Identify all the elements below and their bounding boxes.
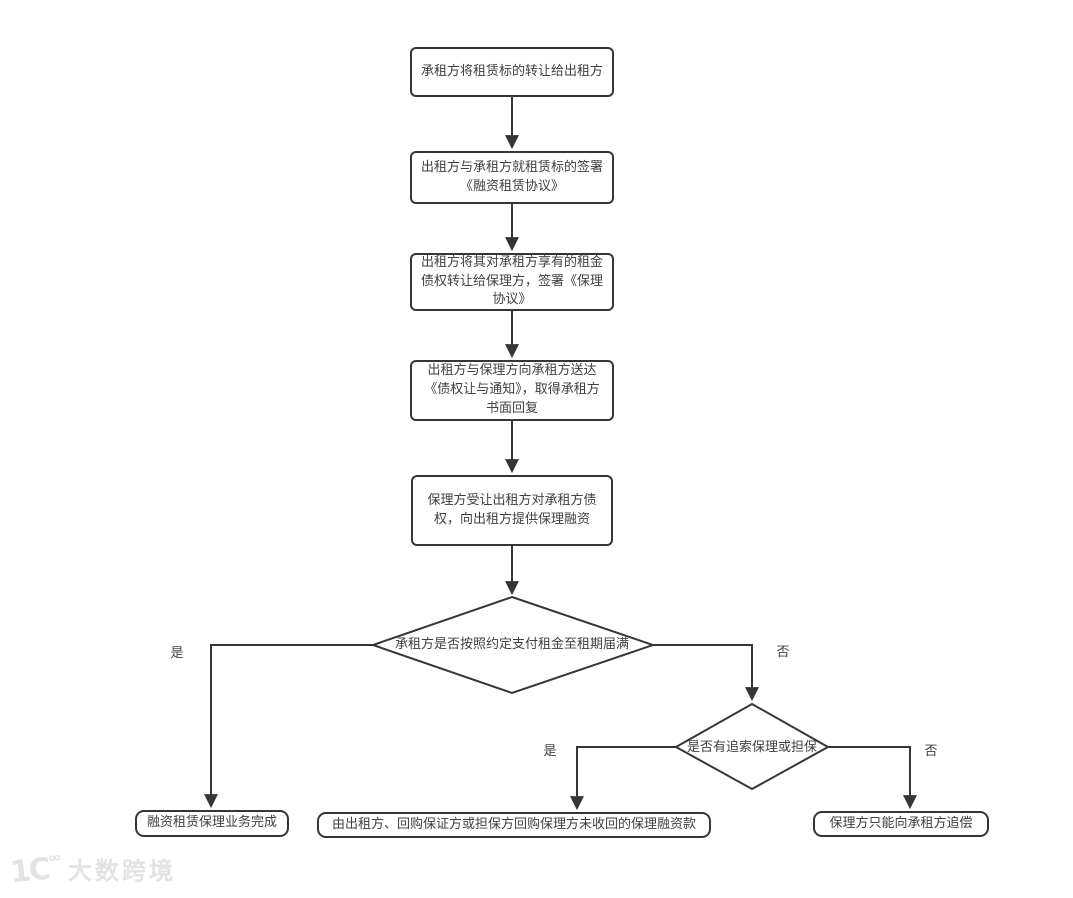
outcome-label: 保理方只能向承租方追偿	[829, 815, 973, 831]
watermark-logo-icon: 1C°°	[8, 851, 61, 891]
flow-step-sign-factoring-agreement: 出租方将其对承租方享有的租金债权转让给保理方，签署《保理协议》	[410, 253, 614, 311]
connector-decision1-no	[653, 644, 759, 702]
outcome-repurchase-funds: 由出租方、回购保证方或担保方回购保理方未收回的保理融资款	[317, 812, 711, 838]
decision1-yes-label: 是	[170, 646, 184, 661]
decision2-label: 是否有追索保理或担保	[686, 740, 817, 755]
decision1-no-label: 否	[776, 645, 790, 660]
connector-decision1-yes	[204, 644, 373, 809]
outcome-recourse-lessee: 保理方只能向承租方追偿	[813, 811, 989, 837]
decision1-diamond	[369, 595, 657, 695]
decision2-diamond	[673, 702, 831, 791]
decision1-label: 承租方是否按照约定支付租金至租期届满	[394, 637, 629, 652]
flow-step-label: 出租方与承租方就租赁标的签署《融资租赁协议》	[421, 159, 604, 194]
connector-decision2-yes	[570, 746, 676, 811]
flow-step-label: 出租方将其对承租方享有的租金债权转让给保理方，签署《保理协议》	[421, 254, 604, 308]
flow-step-label: 保理方受让出租方对承租方债权，向出租方提供保理融资	[427, 492, 597, 527]
outcome-label: 由出租方、回购保证方或担保方回购保理方未收回的保理融资款	[331, 816, 696, 832]
flow-step-label: 承租方将租赁标的转让给出租方	[421, 63, 604, 79]
flow-step-label: 出租方与保理方向承租方送达《债权让与通知》，取得承租方书面回复	[424, 363, 600, 416]
decision2-no-label: 否	[924, 744, 938, 759]
flow-step-transfer-lease-object: 承租方将租赁标的转让给出租方	[410, 47, 614, 97]
flow-step-sign-lease-agreement: 出租方与承租方就租赁标的签署《融资租赁协议》	[410, 151, 614, 204]
outcome-label: 融资租赁保理业务完成	[146, 815, 277, 831]
watermark-text: 大数跨境	[67, 857, 176, 885]
connector-decision2-no	[828, 746, 917, 810]
decision2-yes-label: 是	[543, 744, 557, 759]
flow-step-provide-financing: 保理方受让出租方对承租方债权，向出租方提供保理融资	[411, 475, 613, 546]
flow-step-deliver-notice: 出租方与保理方向承租方送达《债权让与通知》，取得承租方书面回复	[410, 360, 614, 421]
outcome-business-complete: 融资租赁保理业务完成	[135, 810, 289, 837]
watermark: 1C°° 大数跨境	[8, 851, 176, 891]
